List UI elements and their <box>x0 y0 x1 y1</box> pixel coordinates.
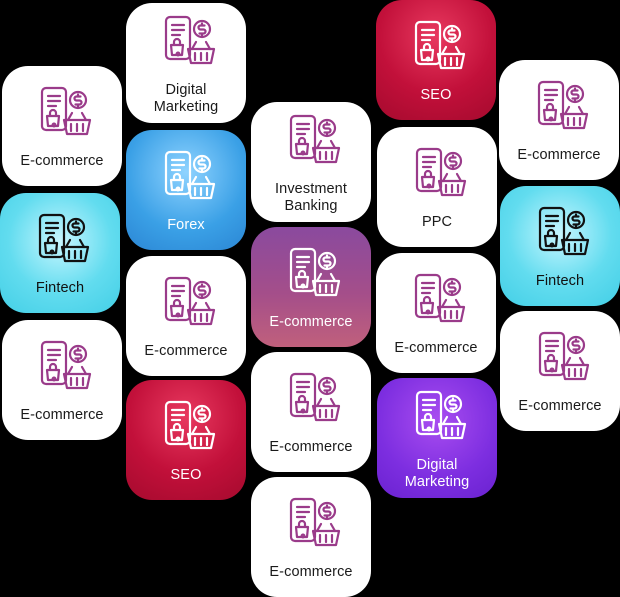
tile-seo-2[interactable]: SEO <box>126 380 246 500</box>
tile-label: E-commerce <box>144 343 228 359</box>
tile-seo-1[interactable]: SEO <box>376 0 496 120</box>
ecommerce-phone-icon <box>530 329 590 394</box>
tile-label: E-commerce <box>20 407 104 423</box>
tile-label: SEO <box>170 467 202 483</box>
tile-label: E-commerce <box>518 398 602 414</box>
tile-label: E-commerce <box>269 439 353 455</box>
tile-label: Digital Marketing <box>404 456 470 490</box>
ecommerce-phone-icon <box>156 274 216 339</box>
ecommerce-phone-icon <box>156 398 216 463</box>
ecommerce-phone-icon <box>30 211 90 276</box>
ecommerce-phone-icon <box>407 388 467 453</box>
tile-fintech-1[interactable]: Fintech <box>0 193 120 313</box>
ecommerce-phone-icon <box>281 245 341 310</box>
tile-ecommerce-5[interactable]: E-commerce <box>376 253 496 373</box>
tile-digital-marketing-2[interactable]: Digital Marketing <box>377 378 497 498</box>
tile-ppc[interactable]: PPC <box>377 127 497 247</box>
ecommerce-phone-icon <box>406 271 466 336</box>
ecommerce-phone-icon <box>281 112 341 177</box>
tile-digital-marketing-1[interactable]: Digital Marketing <box>126 3 246 123</box>
tile-ecommerce-8[interactable]: E-commerce <box>251 477 371 597</box>
tile-label: Digital Marketing <box>153 81 219 115</box>
ecommerce-phone-icon <box>281 370 341 435</box>
tile-ecommerce-1[interactable]: E-commerce <box>2 66 122 186</box>
tile-label: Forex <box>167 217 205 233</box>
ecommerce-phone-icon <box>32 84 92 149</box>
tile-ecommerce-7[interactable]: E-commerce <box>251 352 371 472</box>
tile-label: Fintech <box>35 280 85 296</box>
tile-label: E-commerce <box>517 147 601 163</box>
tile-ecommerce-6[interactable]: E-commerce <box>500 311 620 431</box>
tile-forex[interactable]: Forex <box>126 130 246 250</box>
ecommerce-phone-icon <box>32 338 92 403</box>
tile-ecommerce-4[interactable]: E-commerce <box>126 256 246 376</box>
tile-ecommerce-featured[interactable]: E-commerce <box>251 227 371 347</box>
tile-label: E-commerce <box>269 564 353 580</box>
tile-investment-banking[interactable]: Investment Banking <box>251 102 371 222</box>
tile-fintech-2[interactable]: Fintech <box>500 186 620 306</box>
ecommerce-phone-icon <box>407 145 467 210</box>
tile-label: PPC <box>421 214 453 230</box>
tile-label: E-commerce <box>20 153 104 169</box>
ecommerce-phone-icon <box>529 78 589 143</box>
ecommerce-phone-icon <box>406 18 466 83</box>
tile-label: E-commerce <box>269 314 353 330</box>
ecommerce-phone-icon <box>156 13 216 78</box>
ecommerce-phone-icon <box>530 204 590 269</box>
tile-ecommerce-2[interactable]: E-commerce <box>499 60 619 180</box>
tile-label: E-commerce <box>394 340 478 356</box>
tile-ecommerce-3[interactable]: E-commerce <box>2 320 122 440</box>
ecommerce-phone-icon <box>281 495 341 560</box>
tile-label: SEO <box>420 87 452 103</box>
ecommerce-phone-icon <box>156 148 216 213</box>
tile-label: Fintech <box>535 273 585 289</box>
tile-label: Investment Banking <box>275 180 347 214</box>
